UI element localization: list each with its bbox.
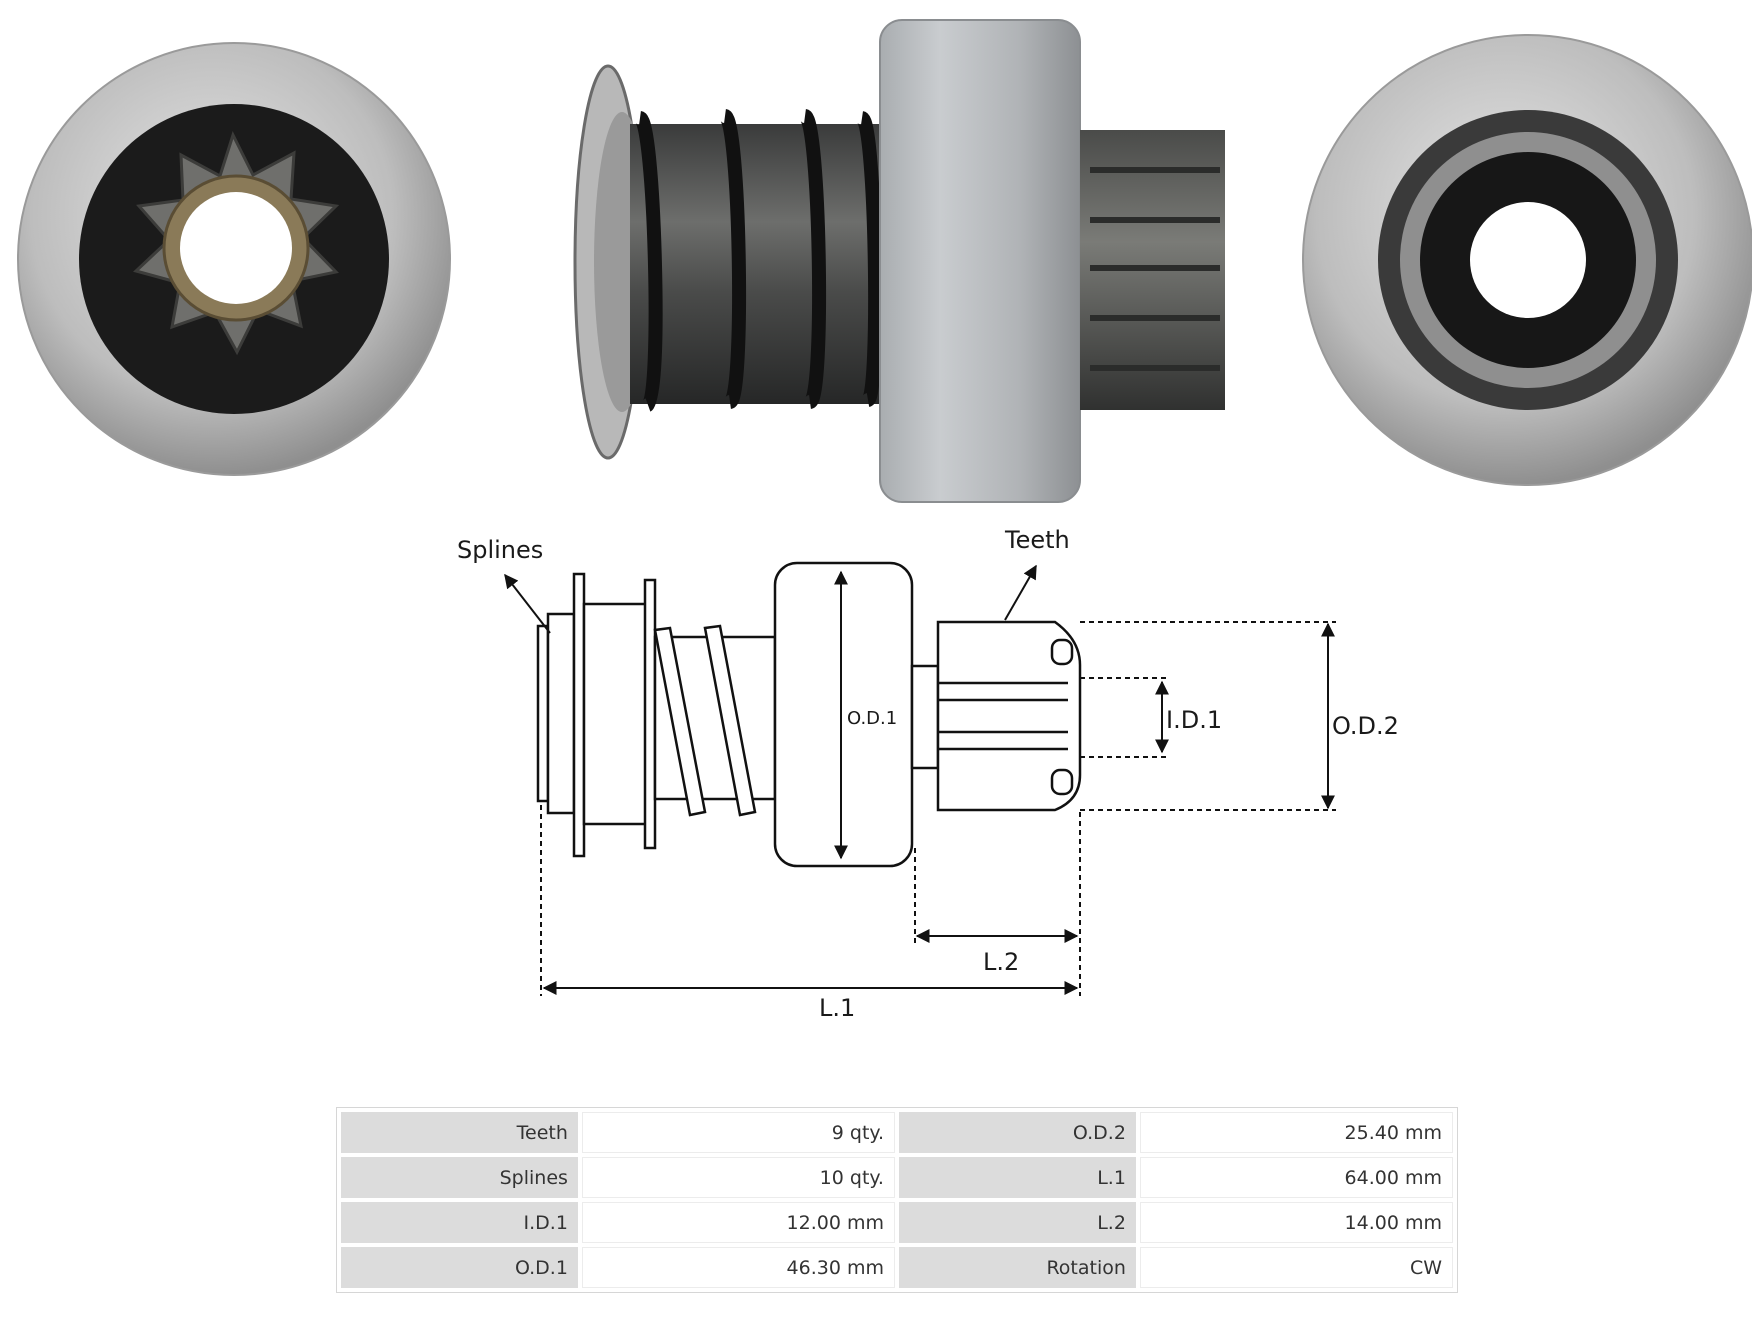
od1-label: O.D.1	[847, 708, 897, 729]
spec-value: 25.40 mm	[1139, 1112, 1453, 1153]
drive-outline	[536, 561, 1082, 868]
spec-key: O.D.2	[898, 1112, 1136, 1153]
spec-key: Splines	[341, 1157, 578, 1198]
l2-label: L.2	[983, 948, 1019, 976]
id1-label: I.D.1	[1166, 706, 1222, 734]
product-photos	[17, 19, 1752, 503]
spec-key: O.D.1	[341, 1247, 578, 1288]
rear-view-photo	[1302, 34, 1752, 486]
spec-key: Teeth	[341, 1112, 578, 1153]
spec-value: 14.00 mm	[1139, 1202, 1453, 1243]
table-row: O.D.1 46.30 mm Rotation CW	[341, 1247, 1453, 1288]
spec-key: L.2	[898, 1202, 1136, 1243]
spec-value: 10 qty.	[581, 1157, 895, 1198]
spec-key: Rotation	[898, 1247, 1136, 1288]
dimension-diagram: Splines Teeth O.D.1 I.D.1 O.D.2 L.2 L.1	[457, 526, 1399, 1022]
dimension-lines	[504, 564, 1336, 996]
spec-value: 9 qty.	[581, 1112, 895, 1153]
side-view-photo	[573, 19, 1225, 503]
splines-label: Splines	[457, 536, 543, 564]
spec-key: I.D.1	[341, 1202, 578, 1243]
table-row: Teeth 9 qty. O.D.2 25.40 mm	[341, 1112, 1453, 1153]
table-row: Splines 10 qty. L.1 64.00 mm	[341, 1157, 1453, 1198]
spec-value: 12.00 mm	[581, 1202, 895, 1243]
spec-table: Teeth 9 qty. O.D.2 25.40 mm Splines 10 q…	[336, 1107, 1458, 1293]
front-view-photo	[17, 42, 451, 476]
spec-value: 64.00 mm	[1139, 1157, 1453, 1198]
od2-label: O.D.2	[1332, 712, 1399, 740]
spec-value: 46.30 mm	[581, 1247, 895, 1288]
teeth-label: Teeth	[1004, 526, 1070, 554]
l1-label: L.1	[819, 994, 855, 1022]
table-row: I.D.1 12.00 mm L.2 14.00 mm	[341, 1202, 1453, 1243]
spec-value: CW	[1139, 1247, 1453, 1288]
spec-key: L.1	[898, 1157, 1136, 1198]
